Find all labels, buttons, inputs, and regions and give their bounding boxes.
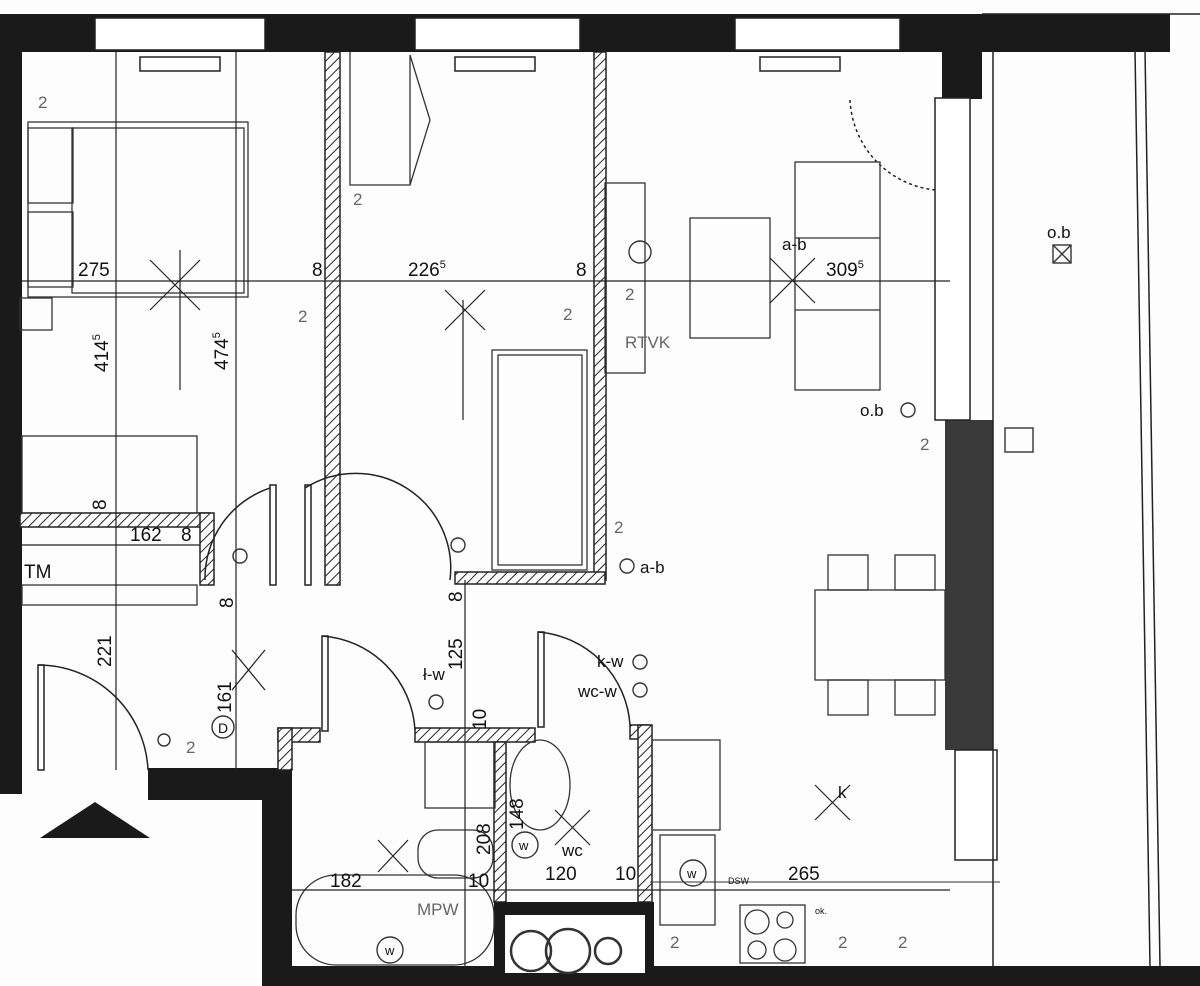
svg-text:MPW: MPW xyxy=(417,900,459,919)
svg-text:8: 8 xyxy=(312,260,323,281)
svg-text:275: 275 xyxy=(78,260,110,281)
washbasin xyxy=(417,829,494,879)
svg-text:wc: wc xyxy=(561,841,583,860)
doorbell-icon xyxy=(211,715,235,739)
sofa xyxy=(794,161,881,391)
svg-text:2: 2 xyxy=(38,93,47,112)
labels: 275 8 2265 8 3095 4145 4745 8 162 8 8 8 … xyxy=(24,93,1071,958)
cooktop xyxy=(739,904,806,964)
svg-text:D: D xyxy=(218,720,228,736)
svg-text:148: 148 xyxy=(507,798,528,830)
svg-text:10: 10 xyxy=(615,864,636,885)
svg-text:2: 2 xyxy=(898,933,907,952)
desk xyxy=(349,52,431,186)
electrical-symbols xyxy=(157,240,1072,964)
svg-text:w: w xyxy=(518,838,529,853)
svg-text:2: 2 xyxy=(838,933,847,952)
socket-icon xyxy=(628,240,652,264)
svg-text:2: 2 xyxy=(298,307,307,326)
coffee-table xyxy=(689,217,771,339)
svg-text:162: 162 xyxy=(130,525,162,546)
toilet xyxy=(509,739,571,831)
svg-text:a-b: a-b xyxy=(640,558,665,577)
ventilation-shaft xyxy=(505,915,645,973)
dining-table xyxy=(814,589,946,681)
svg-text:4145: 4145 xyxy=(91,334,113,372)
svg-text:3095: 3095 xyxy=(826,259,864,281)
svg-text:2: 2 xyxy=(186,738,195,757)
bathtub xyxy=(295,874,495,966)
svg-text:TM: TM xyxy=(24,562,51,583)
svg-text:120: 120 xyxy=(545,864,577,885)
balcony-socket-icon xyxy=(1052,244,1072,264)
svg-text:10: 10 xyxy=(470,709,491,730)
svg-text:8: 8 xyxy=(446,591,467,602)
svg-text:8: 8 xyxy=(90,499,111,510)
svg-text:10: 10 xyxy=(468,871,489,892)
svg-text:RTVK: RTVK xyxy=(625,333,671,352)
windows xyxy=(94,17,998,861)
fridge xyxy=(651,739,721,831)
svg-text:wc-w: wc-w xyxy=(577,682,617,701)
svg-text:2: 2 xyxy=(563,305,572,324)
svg-text:265: 265 xyxy=(788,864,820,885)
svg-text:2: 2 xyxy=(670,933,679,952)
svg-text:2: 2 xyxy=(920,435,929,454)
svg-text:2: 2 xyxy=(625,285,634,304)
svg-text:2: 2 xyxy=(614,518,623,537)
tv-cabinet xyxy=(604,182,646,374)
svg-text:ł-w: ł-w xyxy=(423,665,445,684)
svg-text:161: 161 xyxy=(215,681,236,713)
bed-2 xyxy=(491,349,588,571)
svg-text:8: 8 xyxy=(576,260,587,281)
wardrobe xyxy=(21,435,198,514)
doors xyxy=(37,99,936,771)
svg-text:4745: 4745 xyxy=(211,332,233,370)
sink xyxy=(659,834,716,926)
washing-machine xyxy=(424,741,496,809)
svg-text:o.b: o.b xyxy=(860,401,884,420)
svg-text:221: 221 xyxy=(95,635,116,667)
entrance-arrow-icon xyxy=(40,802,150,838)
svg-text:w: w xyxy=(384,943,395,958)
svg-text:ok.: ok. xyxy=(815,906,827,916)
furniture xyxy=(19,52,1000,975)
interior-walls xyxy=(19,51,653,903)
svg-text:w: w xyxy=(686,866,697,881)
svg-text:a-b: a-b xyxy=(782,235,807,254)
svg-text:8: 8 xyxy=(217,597,238,608)
bed xyxy=(27,121,249,298)
dimension-lines xyxy=(22,52,950,968)
svg-text:k-w: k-w xyxy=(597,652,624,671)
svg-text:208: 208 xyxy=(474,823,495,855)
balcony xyxy=(982,13,1200,967)
svg-text:k: k xyxy=(838,783,847,802)
svg-text:2265: 2265 xyxy=(408,259,446,281)
svg-text:2: 2 xyxy=(353,190,362,209)
svg-text:8: 8 xyxy=(181,525,192,546)
svg-text:182: 182 xyxy=(330,871,362,892)
water-icon xyxy=(376,936,404,964)
svg-text:o.b: o.b xyxy=(1047,223,1071,242)
exterior-walls xyxy=(0,14,1200,986)
svg-text:125: 125 xyxy=(446,638,467,670)
svg-text:DSW: DSW xyxy=(728,876,750,886)
